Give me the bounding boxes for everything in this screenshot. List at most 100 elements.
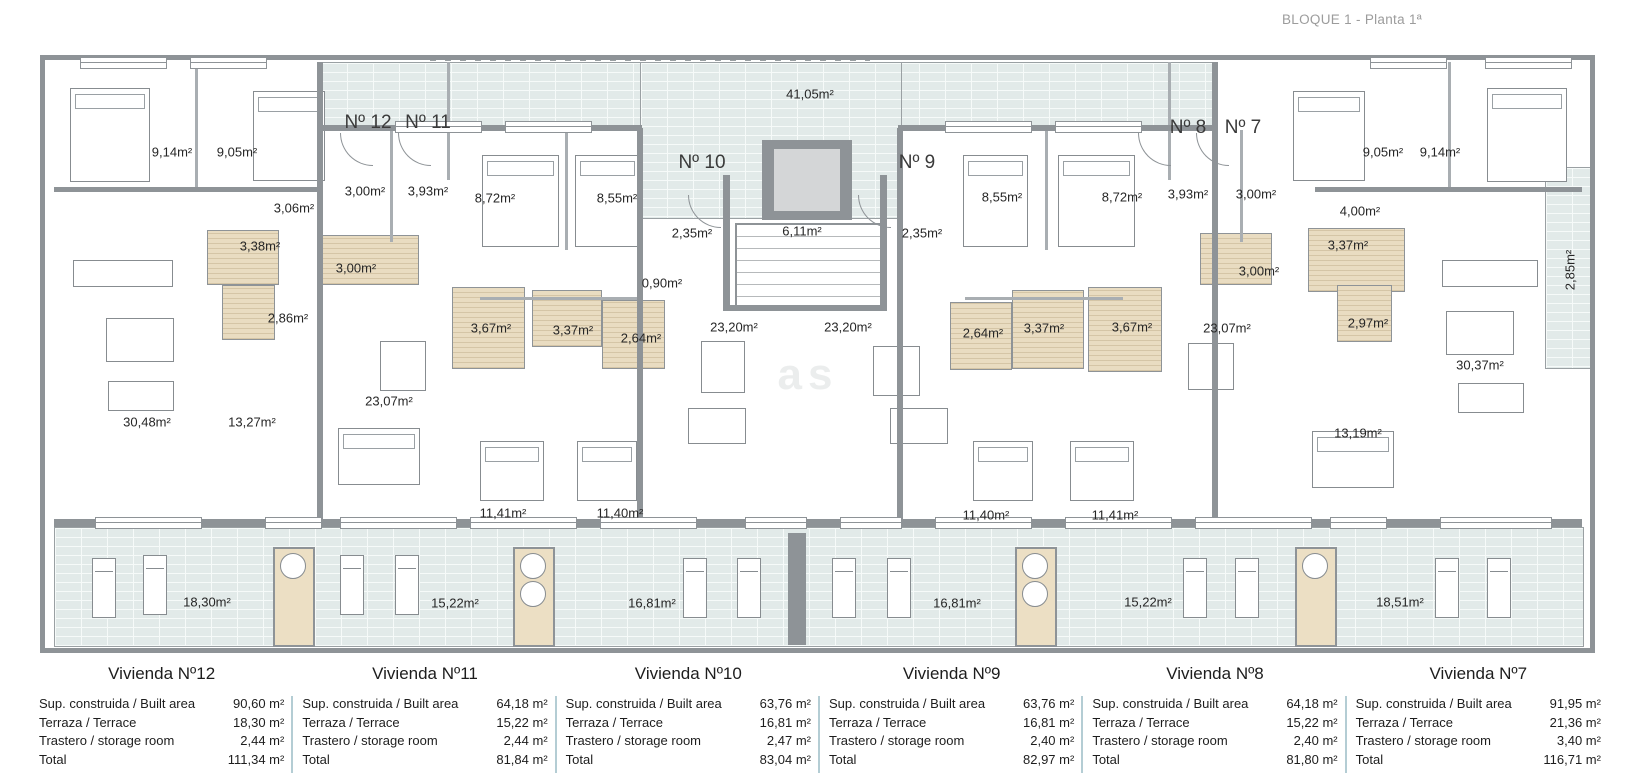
spec-value: 116,71 m²	[1543, 751, 1601, 767]
window	[470, 517, 577, 529]
room-area-label: 15,22m²	[431, 595, 479, 611]
room-area-label: 18,30m²	[183, 594, 231, 610]
bathroom-floor	[1012, 290, 1084, 369]
room-area-label: 13,19m²	[1334, 425, 1382, 441]
spec-value: 2,44 m²	[240, 733, 285, 748]
bed	[253, 91, 325, 181]
elevator-cabin	[774, 149, 840, 211]
spec-value: 2,40 m²	[1293, 733, 1338, 748]
window	[265, 517, 322, 529]
apartment-number-label: Nº 7	[1224, 117, 1262, 138]
window	[1485, 57, 1572, 69]
spec-value: 63,76 m²	[1023, 696, 1075, 711]
room-area-label: 16,81m²	[628, 595, 676, 611]
spec-value: 16,81 m²	[759, 714, 811, 730]
spec-label: Terraza / Terrace	[1092, 714, 1190, 730]
window	[80, 57, 167, 69]
room-area-label: 9,05m²	[1362, 144, 1404, 160]
room-area-label: 2,64m²	[620, 330, 662, 346]
partition-wall	[195, 62, 198, 187]
spec-value: 3,40 m²	[1556, 733, 1601, 748]
window	[840, 517, 902, 529]
bathroom-floor	[1308, 228, 1405, 292]
spec-label: Total	[39, 751, 67, 767]
partition-wall	[480, 297, 638, 300]
room-area-label: 41,05m²	[786, 86, 834, 102]
bathroom-floor	[320, 235, 419, 285]
bed	[575, 155, 640, 247]
apartment-number-label: Nº 10	[678, 152, 726, 173]
sofa	[1458, 383, 1524, 413]
room-area-label: 3,37m²	[1327, 237, 1369, 253]
window	[340, 517, 457, 529]
kitchen-island	[73, 260, 173, 287]
room-area-label: 2,35m²	[671, 225, 713, 241]
spec-label: Sup. construida / Built area	[302, 696, 459, 711]
dining-table	[106, 318, 174, 362]
washer-icon	[1302, 553, 1328, 579]
spec-label: Trastero / storage room	[1355, 733, 1491, 748]
washer-icon	[1022, 553, 1048, 579]
plan-title: BLOQUE 1 - Planta 1ª	[1282, 12, 1423, 27]
room-area-label: 8,72m²	[474, 190, 516, 206]
wall	[54, 187, 320, 192]
room-area-label: 4,00m²	[1339, 203, 1381, 219]
door-arc	[340, 133, 373, 166]
vivienda-tables: Vivienda Nº12 Sup. construida / Built ar…	[30, 661, 1610, 773]
room-area-label: 3,37m²	[552, 322, 594, 338]
room-area-label: 2,97m²	[1347, 315, 1389, 331]
room-area-label: 9,05m²	[216, 144, 258, 160]
spec-value: 81,80 m²	[1286, 751, 1338, 767]
dining-table	[701, 341, 745, 393]
room-area-label: 30,48m²	[123, 414, 171, 430]
door-arc	[688, 195, 721, 228]
spec-label: Terraza / Terrace	[39, 714, 137, 730]
bathroom-floor	[602, 300, 665, 369]
apartment-number-label: Nº 11	[405, 112, 451, 133]
bed	[1058, 155, 1135, 247]
room-area-label: 3,67m²	[470, 320, 512, 336]
vivienda-table: Vivienda Nº12 Sup. construida / Built ar…	[30, 661, 293, 773]
bed	[1487, 88, 1567, 182]
window	[190, 57, 267, 69]
spec-value: 18,30 m²	[233, 714, 285, 730]
spec-value: 21,36 m²	[1549, 714, 1601, 730]
window	[1195, 517, 1312, 529]
sun-lounger	[887, 558, 911, 618]
partition-wall	[1240, 130, 1243, 242]
partition-wall	[390, 130, 393, 242]
washer-icon	[1022, 581, 1048, 607]
spec-label: Trastero / storage room	[565, 733, 702, 748]
window	[395, 121, 482, 133]
sun-lounger	[1235, 558, 1259, 618]
spec-value: 82,97 m²	[1023, 751, 1075, 767]
vivienda-table: Vivienda Nº9 Sup. construida / Built are…	[817, 661, 1083, 773]
door-arc	[1138, 133, 1171, 166]
sun-lounger	[340, 555, 364, 615]
vivienda-table: Vivienda Nº11 Sup. construida / Built ar…	[291, 661, 556, 773]
window	[945, 121, 1032, 133]
spec-value: 64,18 m²	[496, 696, 548, 711]
room-area-label: 2,86m²	[267, 310, 309, 326]
spec-label: Trastero / storage room	[39, 733, 175, 748]
door-arc	[398, 133, 431, 166]
room-area-label: 9,14m²	[151, 144, 193, 160]
dining-table	[1446, 311, 1514, 355]
sofa	[108, 381, 174, 411]
window	[1330, 517, 1387, 529]
room-area-label: 3,67m²	[1111, 319, 1153, 335]
room-area-label: 0,90m²	[641, 275, 683, 291]
balcony-area-label: 2,85m²	[1562, 249, 1578, 291]
room-area-label: 3,00m²	[1238, 263, 1280, 279]
spec-label: Sup. construida / Built area	[565, 696, 722, 711]
